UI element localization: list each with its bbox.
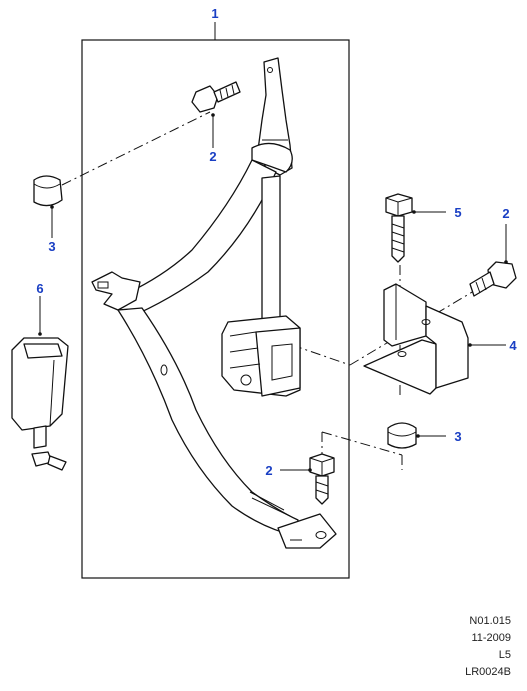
belt-webbing (91, 159, 299, 537)
leader-dot-bolt-5 (412, 210, 416, 214)
leader-dot-cap-left (50, 205, 54, 209)
ref-date: 11-2009 (471, 632, 511, 644)
leader-dot-bolt-bottom (308, 468, 312, 472)
callout-2-bolt-bottom: 2 (265, 463, 272, 478)
centerline-lower-to-cap (321, 431, 403, 456)
buckle (11, 337, 69, 471)
callout-2-bolt-top: 2 (209, 149, 216, 164)
callout-6: 6 (36, 281, 43, 296)
ref-illustration-id: LR0024B (465, 666, 511, 678)
callout-4: 4 (509, 338, 517, 353)
centerline-retractor-to-bracket (291, 344, 351, 366)
callout-3-cap-left: 3 (48, 239, 55, 254)
ref-section: N01.015 (469, 615, 511, 627)
bolt-top (191, 81, 241, 113)
bolt-bottom (309, 453, 335, 505)
leader-dot-bolt-top (211, 113, 215, 117)
cap-right (387, 422, 417, 449)
ref-model: L5 (498, 649, 511, 661)
bolt-right (469, 261, 517, 297)
leader-dot-buckle (38, 332, 42, 336)
bracket (363, 283, 469, 395)
bolt-5 (385, 193, 413, 263)
centerline-cap-to-bolt (61, 111, 211, 186)
leader-dot-bolt-right (504, 260, 508, 264)
reference-block: N01.015 11-2009 L5 LR0024B (465, 613, 511, 681)
leader-dot-bracket (468, 343, 472, 347)
lower-anchor-plate (277, 513, 337, 549)
cap-left (33, 175, 63, 207)
retractor (221, 315, 301, 397)
callout-2-bolt-right: 2 (502, 206, 509, 221)
leader-dot-cap-right (416, 434, 420, 438)
upper-anchor-plate (251, 57, 293, 176)
callout-3-cap-right: 3 (454, 429, 461, 444)
centerline-bracket-to-bolt (349, 284, 485, 366)
callout-1: 1 (211, 6, 218, 21)
callout-5: 5 (454, 205, 461, 220)
